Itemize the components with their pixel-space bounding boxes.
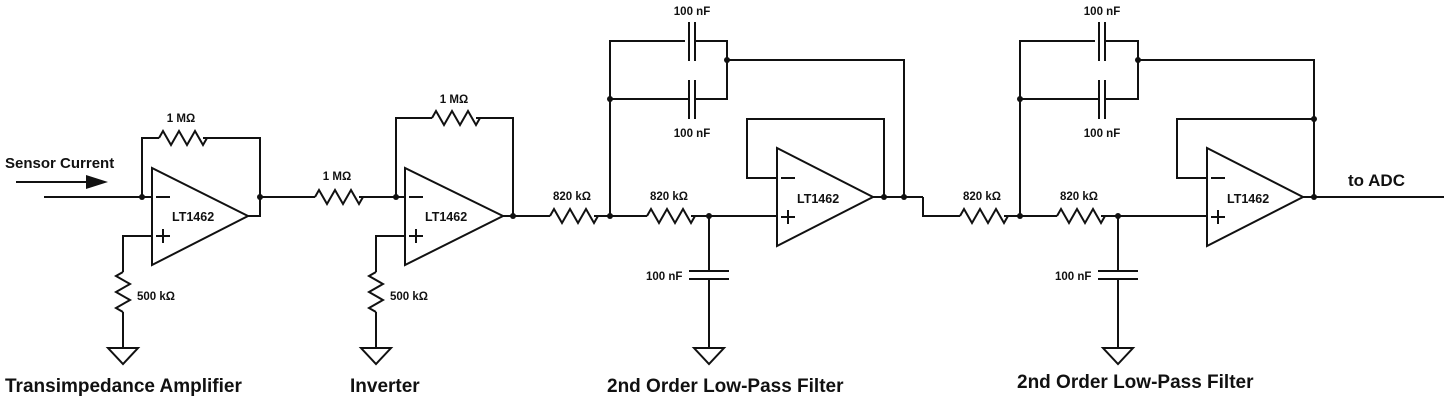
resistor-label: 820 kΩ (553, 191, 591, 203)
stage-title: 2nd Order Low-Pass Filter (607, 376, 844, 397)
plus-sign-icon (781, 210, 795, 224)
capacitor-label: 100 nF (646, 271, 682, 283)
current-arrow-icon (16, 175, 108, 189)
capacitor-label: 100 nF (1055, 271, 1091, 283)
resistor-label: 1 MΩ (323, 171, 351, 183)
stage-title: 2nd Order Low-Pass Filter (1017, 372, 1254, 393)
opamp-label: LT1462 (1227, 192, 1269, 206)
opamp-lpf2: LT1462 (1206, 146, 1306, 248)
stage-low-pass-filter-2: 820 kΩ 820 kΩ 100 nF 100 nF 100 nF LT146… (922, 6, 1444, 393)
capacitor-label: 100 nF (1084, 6, 1120, 18)
opamp-label: LT1462 (797, 192, 839, 206)
plus-sign-icon (1211, 210, 1225, 224)
resistor-label: 820 kΩ (650, 191, 688, 203)
capacitor-label: 100 nF (674, 128, 710, 140)
capacitor-label: 100 nF (674, 6, 710, 18)
opamp-label: LT1462 (425, 210, 467, 224)
resistor-label: 500 kΩ (390, 291, 428, 303)
ground-icon (691, 347, 727, 366)
stage-title: Transimpedance Amplifier (5, 376, 242, 397)
resistor-label: 820 kΩ (1060, 191, 1098, 203)
resistor-input-inverter (314, 187, 364, 207)
stage-inverter: 1 MΩ LT1462 1 MΩ 500 kΩ Inverter (260, 94, 516, 397)
output-label: to ADC (1348, 171, 1405, 190)
resistor-r1-lpf1 (549, 206, 599, 226)
ground-icon (105, 347, 141, 366)
plus-sign-icon (409, 229, 423, 243)
resistor-label: 1 MΩ (167, 113, 195, 125)
resistor-label: 820 kΩ (963, 191, 1001, 203)
opamp-label: LT1462 (172, 210, 214, 224)
resistor-label: 1 MΩ (440, 94, 468, 106)
opamp-tia: LT1462 (151, 166, 251, 267)
ground-icon (1100, 347, 1136, 366)
stage-transimpedance-amplifier: LT1462 1 MΩ 500 kΩ Transimpedance Amplif… (5, 113, 263, 397)
capacitor-label: 100 nF (1084, 128, 1120, 140)
opamp-inverter: LT1462 (404, 166, 506, 267)
resistor-feedback-inverter (431, 108, 481, 128)
stage-title: Inverter (350, 376, 420, 397)
resistor-r2-lpf1 (646, 206, 696, 226)
resistor-r2-lpf2 (1056, 206, 1106, 226)
plus-sign-icon (156, 229, 170, 243)
resistor-r1-lpf2 (959, 206, 1009, 226)
input-label: Sensor Current (5, 155, 114, 172)
resistor-bias-tia (113, 271, 133, 313)
stage-low-pass-filter-1: 820 kΩ 820 kΩ 100 nF 100 nF 100 nF LT146… (513, 6, 923, 397)
ground-icon (358, 347, 394, 366)
opamp-lpf1: LT1462 (776, 146, 876, 248)
resistor-label: 500 kΩ (137, 291, 175, 303)
resistor-bias-inverter (366, 271, 386, 313)
input-section: Sensor Current (5, 155, 142, 198)
resistor-feedback-tia (158, 128, 208, 148)
